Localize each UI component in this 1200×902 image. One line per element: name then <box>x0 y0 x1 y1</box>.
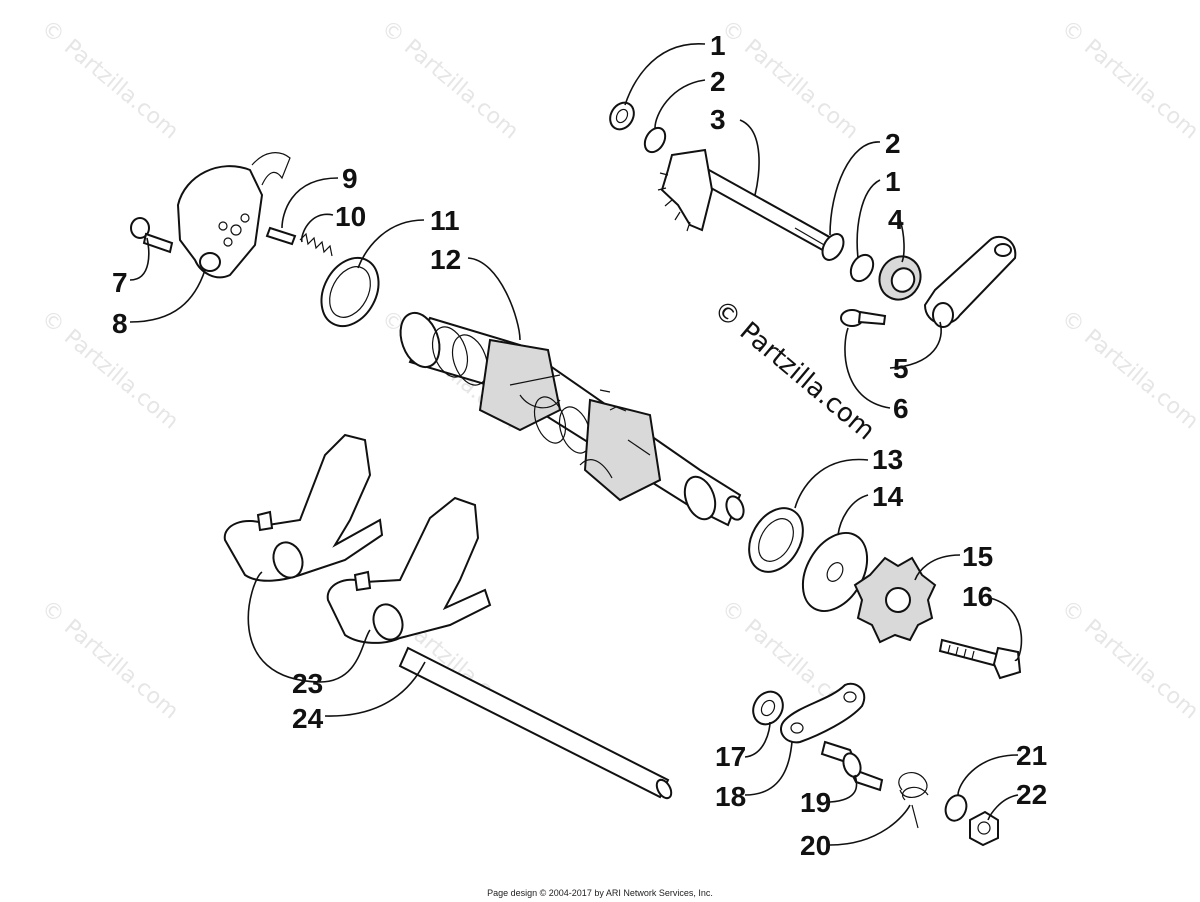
pin-part <box>265 226 297 246</box>
watermark-text: Partzilla.com <box>59 35 183 145</box>
screw-part <box>130 217 150 239</box>
watermark-text: Partzilla.com <box>1079 615 1200 725</box>
callout-label: 6 <box>893 393 909 424</box>
callout-label: 11 <box>430 205 460 236</box>
washers-group <box>748 507 869 612</box>
callout-label: 1 <box>885 166 901 197</box>
callout-label: 2 <box>885 128 901 159</box>
watermark-symbol: © <box>36 15 69 48</box>
watermark-symbol: © <box>1056 15 1089 48</box>
callout-label: 18 <box>715 781 746 812</box>
shift-shaft-group <box>609 101 1017 328</box>
torsion-spring-part <box>898 771 929 829</box>
callout-label: 1 <box>710 30 726 61</box>
leader-lines <box>129 43 1023 846</box>
callout-label: 7 <box>112 267 128 298</box>
callout-label: 9 <box>342 163 358 194</box>
plate-part <box>780 682 866 744</box>
watermark-symbol: © <box>716 595 749 628</box>
circlip-part <box>643 126 667 154</box>
callout-label: 20 <box>800 830 831 861</box>
footer-credit: Page design © 2004-2017 by ARI Network S… <box>487 888 713 898</box>
callouts: 1 2 3 2 1 4 5 6 7 8 9 10 11 12 13 14 15 … <box>112 30 1047 861</box>
watermark-symbol: © <box>36 305 69 338</box>
shift-lever-part <box>923 235 1017 325</box>
watermark-symbol: © <box>1056 595 1089 628</box>
watermark-text: Partzilla.com <box>1079 35 1200 145</box>
callout-label: 13 <box>872 444 903 475</box>
callout-label: 3 <box>710 104 726 135</box>
washer-part <box>609 101 635 131</box>
callout-label: 24 <box>292 703 324 734</box>
watermark-text: Partzilla.com <box>1079 325 1200 435</box>
shift-drum-group <box>399 311 745 527</box>
shift-shaft-part <box>691 163 837 255</box>
washer-part <box>320 256 380 328</box>
callout-label: 16 <box>962 581 993 612</box>
washer-part <box>944 794 968 822</box>
sensor-group <box>130 152 380 328</box>
bottom-hardware-group <box>752 682 999 847</box>
watermark-text: Partzilla.com <box>399 35 523 145</box>
watermark-symbol: © <box>1056 305 1089 338</box>
callout-label: 5 <box>893 353 909 384</box>
spring-part <box>299 232 333 257</box>
shift-fork-part <box>223 433 384 582</box>
callout-label: 19 <box>800 787 831 818</box>
watermark-symbol: © <box>36 595 69 628</box>
watermark-text: Partzilla.com <box>59 325 183 435</box>
shift-rail-group <box>398 646 673 800</box>
callout-label: 2 <box>710 66 726 97</box>
callout-label: 21 <box>1016 740 1047 771</box>
callout-label: 12 <box>430 244 461 275</box>
callout-label: 14 <box>872 481 904 512</box>
callout-label: 8 <box>112 308 128 339</box>
washer-part <box>748 507 804 573</box>
nut-part <box>969 810 999 847</box>
shift-rail-part <box>398 646 670 799</box>
gear-sector-part <box>660 148 714 232</box>
bolt-part <box>938 638 1002 668</box>
washer-part <box>752 690 784 726</box>
gear-position-sensor-part <box>176 165 264 279</box>
callout-label: 10 <box>335 201 366 232</box>
star-wheel-group <box>853 556 1022 680</box>
callout-label: 4 <box>888 204 904 235</box>
shift-forks-group <box>223 433 492 644</box>
watermark-symbol: © <box>376 15 409 48</box>
callout-label: 17 <box>715 741 746 772</box>
callout-label: 22 <box>1016 779 1047 810</box>
shift-fork-part <box>326 496 492 644</box>
callout-label: 15 <box>962 541 993 572</box>
callout-label: 23 <box>292 668 323 699</box>
watermark-text: Partzilla.com <box>59 615 183 725</box>
watermark-text: Partzilla.com <box>739 35 863 145</box>
